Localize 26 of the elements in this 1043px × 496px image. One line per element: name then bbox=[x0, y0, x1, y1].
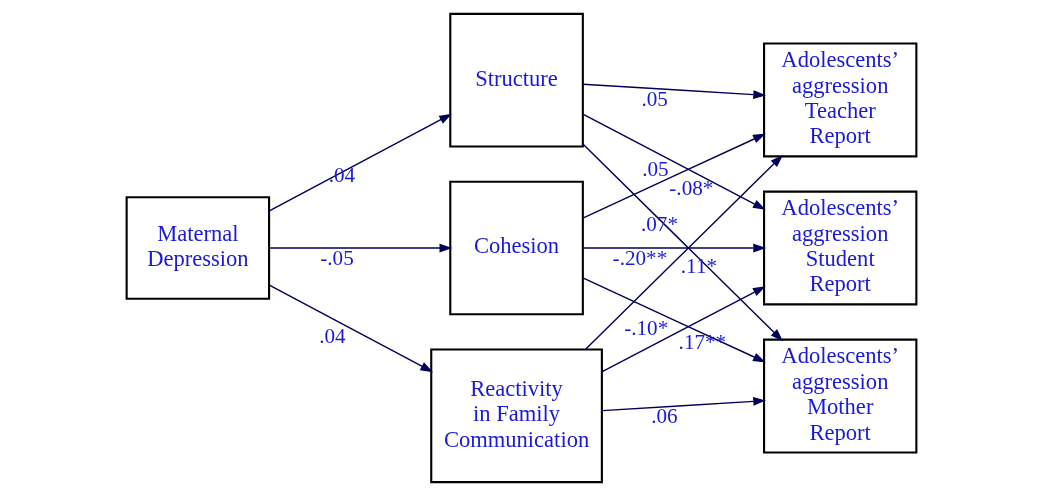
node-box: Reactivity in Family Communication bbox=[430, 348, 603, 484]
arrow bbox=[582, 243, 766, 253]
edge-label: -.05 bbox=[320, 245, 354, 270]
edge-label: -.08* bbox=[669, 176, 714, 201]
arrow bbox=[582, 133, 766, 219]
node-box: Structure bbox=[449, 12, 584, 148]
node-box: Adolescents’ aggression Mother Report bbox=[763, 338, 918, 454]
edge-label: .06 bbox=[651, 403, 678, 428]
arrow bbox=[601, 286, 766, 373]
arrow bbox=[582, 83, 766, 100]
edge-label: -.20** bbox=[612, 245, 668, 270]
node-box: Maternal Depression bbox=[125, 196, 271, 300]
arrow bbox=[601, 396, 766, 412]
node-box: Cohesion bbox=[449, 180, 584, 316]
edge-label: .04 bbox=[319, 323, 346, 348]
edge-label: .05 bbox=[642, 156, 669, 181]
arrow bbox=[582, 113, 766, 210]
edge-label: .05 bbox=[641, 87, 668, 112]
arrow bbox=[582, 277, 766, 363]
node-box: Adolescents’ aggression Student Report bbox=[763, 190, 918, 306]
arrow bbox=[268, 243, 453, 253]
arrow bbox=[268, 284, 434, 373]
edge-label: .17** bbox=[678, 329, 727, 354]
edge-label: -.10* bbox=[624, 315, 669, 340]
arrow bbox=[268, 113, 452, 212]
node-box: Adolescents’ aggression Teacher Report bbox=[763, 42, 918, 158]
